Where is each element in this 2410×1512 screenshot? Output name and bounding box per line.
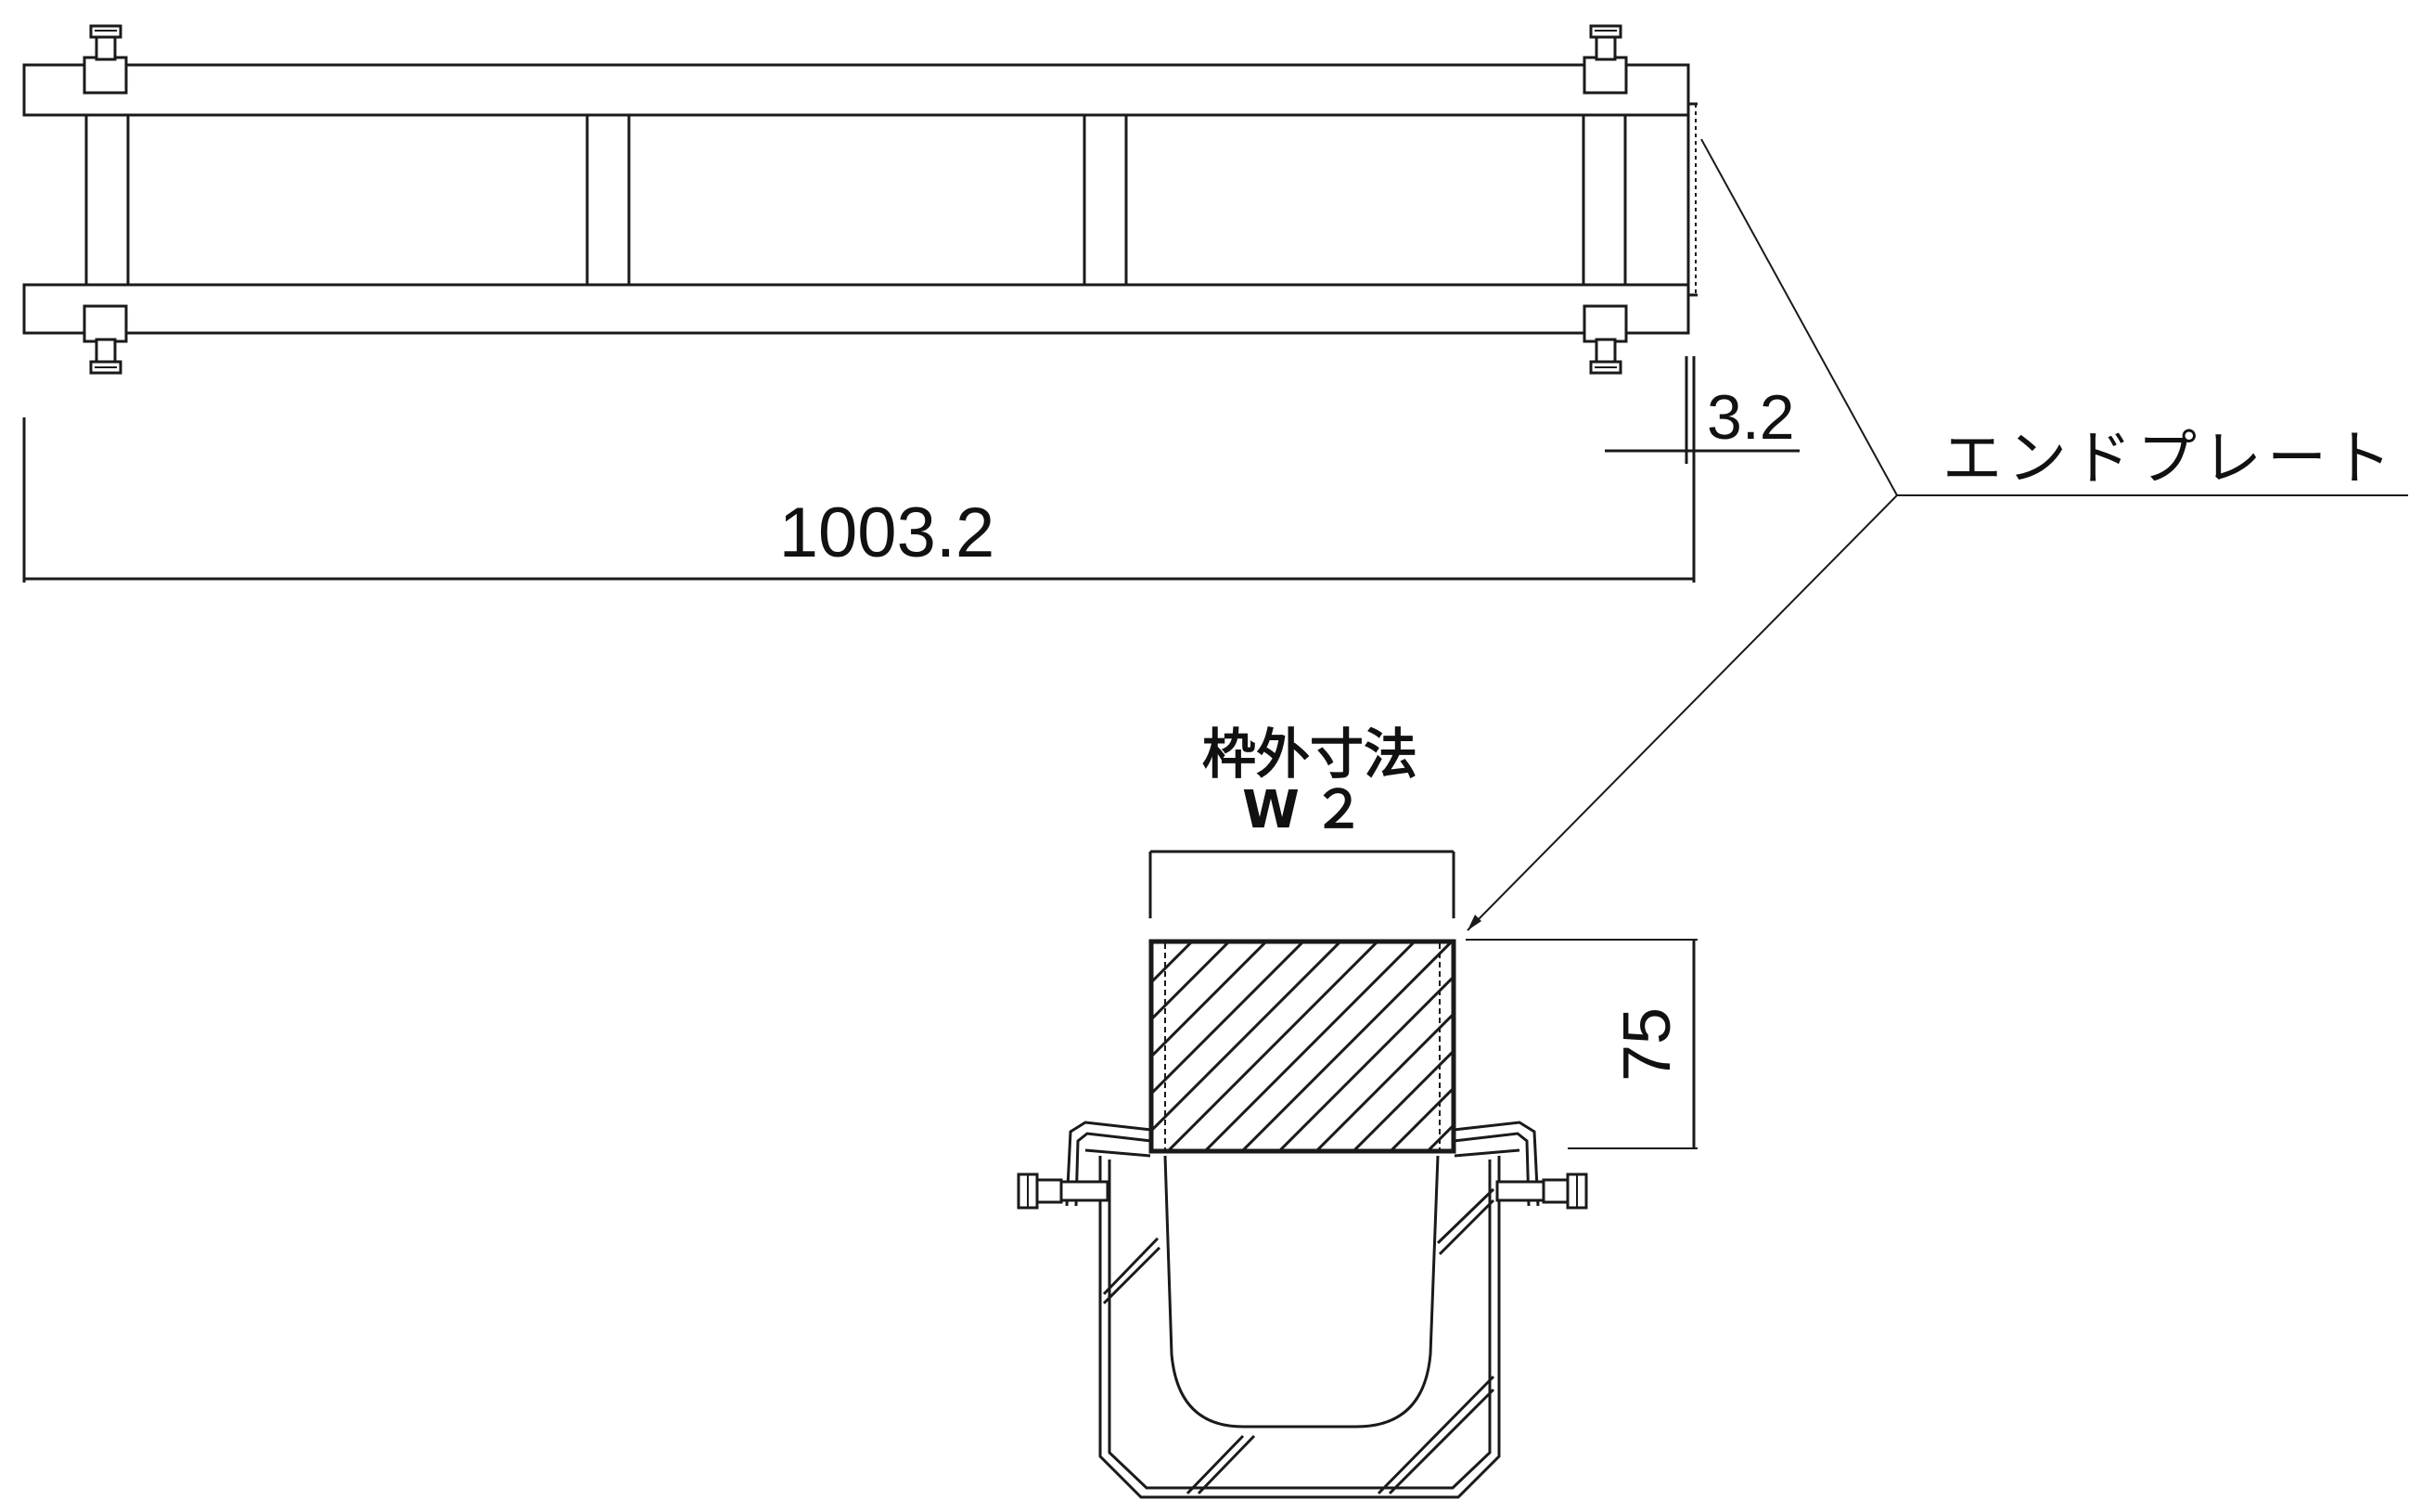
clamp-bolt-top-right [1583,24,1628,95]
thickness-dimension: 3.2 [1605,356,1800,464]
u-ditch-body [1098,1155,1501,1499]
top-rail [22,63,1690,117]
end-plate-edge [1686,102,1698,297]
left-bolt [1017,1172,1109,1210]
height-dimension: 75 [1466,939,1698,1149]
top-view [22,24,1698,375]
length-dim-text: 1003.2 [779,493,994,572]
clamp-bolt-bottom-right [1583,304,1628,375]
width-dimension [1148,850,1455,918]
cross-section: 枠外寸法 W２ 75 [1017,723,1698,1499]
clamp-bolt-top-left [83,24,128,95]
bottom-rail [22,283,1690,335]
thickness-dim-text: 3.2 [1707,382,1795,453]
end-plate-leader: エンドプレート [1467,138,2408,931]
height-dim-text: 75 [1610,1007,1685,1082]
frame-outer-dim-label: 枠外寸法 [1202,723,1417,786]
grating-section [1148,939,1456,1154]
concrete-hatch [1102,1187,1495,1495]
right-clamp [1453,1121,1588,1210]
right-bolt [1495,1172,1588,1210]
end-plate-label: エンドプレート [1942,425,2397,493]
length-dimension: 1003.2 [22,356,1696,583]
clamp-bolt-bottom-left [83,304,128,375]
left-clamp [1017,1121,1152,1210]
frame-outer-dim-symbol: W２ [1242,780,1378,840]
cross-members [84,115,1627,285]
